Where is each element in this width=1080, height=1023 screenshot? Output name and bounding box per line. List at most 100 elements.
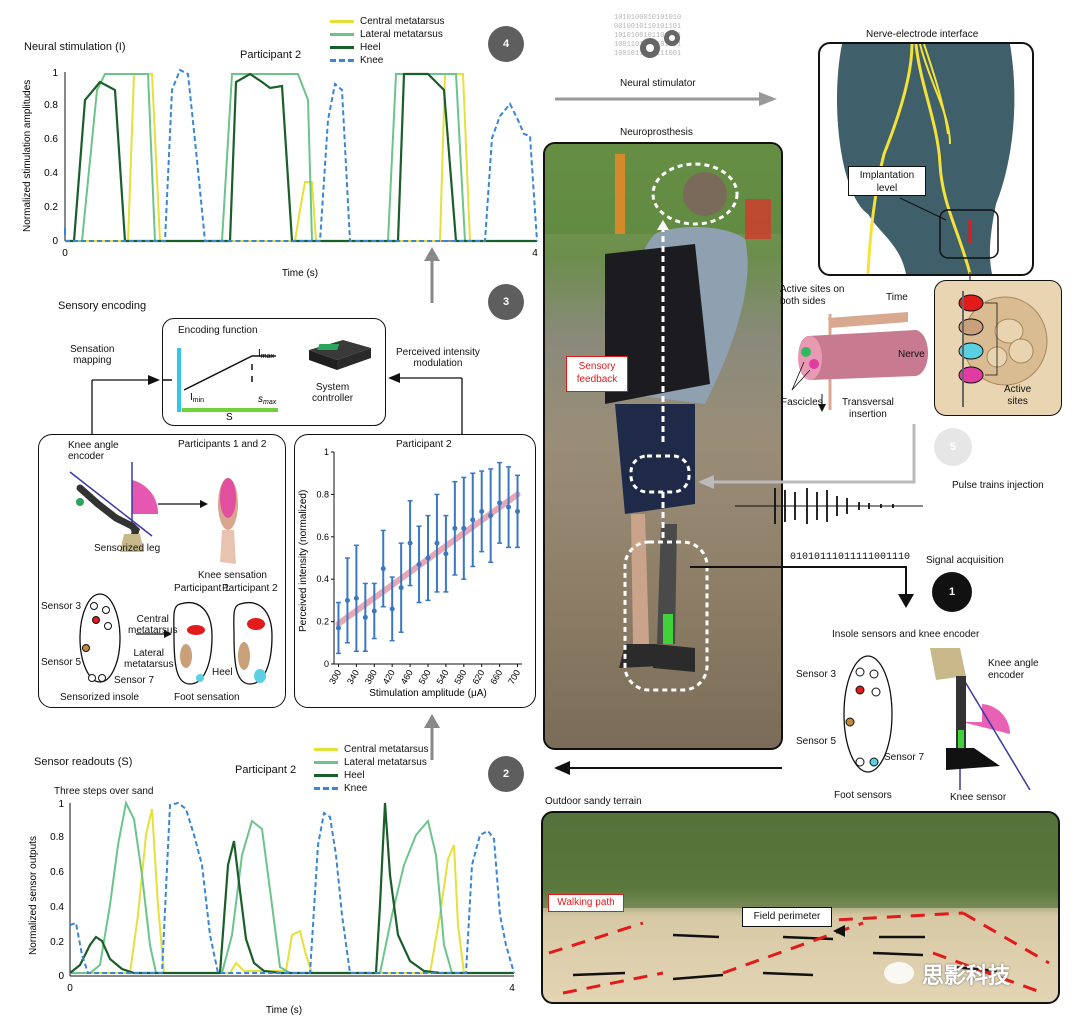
field-perimeter-mark: [872, 951, 924, 957]
sensor-5-label-right: Sensor 5: [796, 736, 837, 747]
pulse-return-arrow: [698, 424, 916, 489]
neural-ytick: 0.4: [44, 168, 58, 179]
encoder-dot: [76, 498, 84, 506]
terrain-illustration: [543, 813, 1058, 995]
fascicle: [801, 347, 811, 357]
neural-heel-curve: [65, 72, 537, 243]
knee-angle-encoder-right-label: Knee angle encoder: [988, 658, 1039, 681]
legend-label: Knee: [344, 783, 368, 794]
legend-lateral: Lateral metatarsus: [314, 757, 427, 768]
foot-highlight-ring: [623, 540, 709, 692]
fascicle-section: [1008, 338, 1034, 364]
legend-label: Central metatarsus: [344, 744, 429, 755]
legend-swatch: [330, 32, 354, 36]
sensor-knee-curve: [69, 801, 515, 974]
neural-panel-participant: Participant 2: [240, 49, 302, 61]
participants-1-2-label: Participants 1 and 2: [178, 439, 267, 450]
sensor-heel-curve: [69, 802, 514, 975]
arrow-head: [424, 714, 440, 728]
perceived-data-point: [497, 500, 503, 506]
s-range-bar: [182, 408, 278, 412]
fascicle-section: [994, 318, 1024, 344]
insole-sensor-3: [855, 685, 865, 695]
active-site-cyan: [958, 342, 984, 360]
thigh-shape: [837, 44, 1015, 274]
imin-main: I: [190, 392, 193, 403]
foot-sensors-label: Foot sensors: [834, 790, 892, 801]
lateral-metatarsus-label: Lateral metatarsus: [124, 648, 174, 670]
perceived-xtick: 540: [434, 668, 450, 686]
active-site-red: [958, 294, 984, 312]
perceived-ytick: 0.6: [316, 532, 329, 542]
electrode-ribbon: [828, 312, 908, 328]
sensor-ylabel: Normalized sensor outputs: [28, 836, 39, 955]
insole-sensor-3: [92, 616, 100, 624]
central-metatarsus-area-p2: [247, 618, 265, 630]
smax-label: smax: [258, 394, 277, 406]
insole-sensor: [871, 687, 881, 697]
nerve-end: [798, 336, 822, 380]
perceived-ytick: 0: [324, 659, 329, 669]
fascicle-leader: [791, 369, 811, 391]
insole-sensor: [869, 669, 879, 679]
perceived-data-point: [506, 504, 512, 510]
sensor-ytick: 0.8: [50, 832, 64, 843]
sensor-3-label: Sensor 3: [41, 601, 82, 612]
legend-swatch: [314, 773, 338, 777]
foot-outline-participant-1: [173, 602, 213, 685]
insole-sensor: [88, 674, 96, 682]
perceived-xtick: 620: [470, 668, 486, 686]
arrow-to-sensor-readouts: [554, 761, 782, 775]
step-4-badge: 4: [488, 26, 524, 62]
insole-sensor: [855, 667, 865, 677]
encoding-function-plot: Imax Imin smax S: [162, 348, 278, 423]
heel-area-p2: [254, 669, 266, 683]
legend-label: Heel: [344, 770, 365, 781]
perceived-data-point: [443, 551, 449, 557]
legend-swatch: [314, 760, 338, 764]
imin-bar: [177, 348, 181, 412]
playground-post: [615, 154, 625, 234]
perceived-data-point: [407, 540, 413, 546]
device-top: [309, 340, 371, 360]
perceived-xtick: 420: [381, 668, 397, 686]
head-highlight-ring: [651, 162, 739, 226]
sensor-ytick: 0.4: [50, 902, 64, 913]
perceived-xtick: 700: [506, 668, 522, 686]
fascicle-leader: [791, 361, 805, 391]
heel-label: Heel: [212, 667, 233, 678]
arrow-to-nerve-interface: [555, 92, 777, 106]
implantation-zone-box: [939, 209, 999, 259]
insole-knee-illustration: [843, 648, 1031, 790]
prosthetic-foot: [946, 748, 1000, 770]
perceived-xlabel: Stimulation amplitude (μA): [369, 688, 486, 699]
perceived-data-point: [398, 585, 404, 591]
knee-axis-line: [963, 679, 1031, 790]
perceived-data-point: [380, 566, 386, 572]
legend-label: Knee: [360, 55, 384, 66]
neural-panel-title: Neural stimulation (I): [24, 41, 126, 53]
knee-sensation-label: Knee sensation: [198, 570, 267, 581]
insole-sensor-7: [869, 757, 879, 767]
active-site-bracket: [985, 302, 998, 376]
sensor-xlabel: Time (s): [266, 1005, 302, 1016]
neural-ytick: 0.2: [44, 202, 58, 213]
foot-outline-participant-2: [233, 602, 273, 685]
sensor-7-label-right: Sensor 7: [884, 752, 925, 763]
imax-main: I: [258, 348, 261, 359]
active-sites-both-sides-label: Active sites on both sides: [780, 284, 845, 307]
gear-hole: [669, 35, 675, 41]
time-label: Time: [886, 292, 908, 303]
s-label: S: [226, 412, 233, 423]
neuroprosthesis-title: Neuroprosthesis: [620, 127, 693, 138]
neuroprosthesis-photo: [543, 142, 783, 750]
leg-nerve-illustration: [837, 44, 1015, 274]
sensor-lateral-curve: [70, 799, 514, 974]
sensor-xtick: 0: [67, 983, 73, 994]
sensor-3-label-right: Sensor 3: [796, 669, 837, 680]
arrow-head: [554, 761, 570, 775]
legend-knee: Knee: [314, 783, 367, 794]
arrow-up-3: [424, 247, 440, 303]
knee-highlight-ring: [629, 454, 691, 494]
legend-swatch: [314, 786, 338, 790]
